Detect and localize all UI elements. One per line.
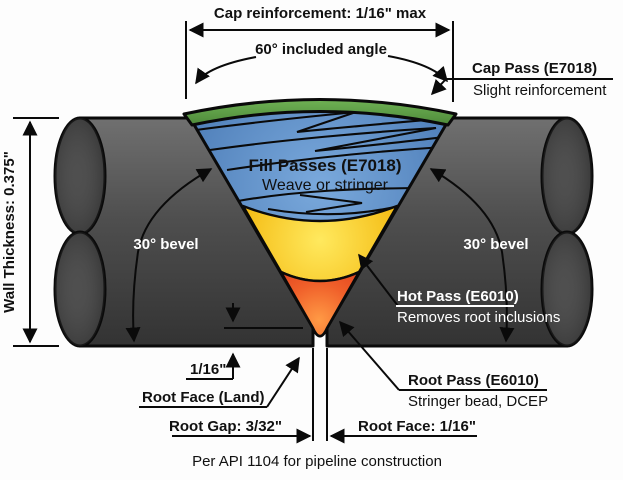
- weld-root-pass: [279, 270, 361, 338]
- root-gap-dimension: Root Gap: 3/32" Root Face: 1/16": [169, 348, 477, 444]
- root-pass-subtitle: Stringer bead, DCEP: [408, 393, 548, 410]
- root-gap-label: Root Gap: 3/32": [169, 418, 282, 435]
- hot-pass-subtitle: Removes root inclusions: [397, 309, 560, 326]
- weld-cap-pass: [182, 98, 458, 127]
- wall-thickness-label: Wall Thickness: 0.375": [1, 151, 18, 313]
- cap-reinforcement-label: Cap reinforcement: 1/16" max: [214, 5, 427, 22]
- root-face-height-dimension: 1/16": [186, 303, 303, 380]
- cap-pass-callout: Cap Pass (E7018) Slight reinforcement: [430, 60, 613, 99]
- cap-pass-title: Cap Pass (E7018): [472, 60, 597, 77]
- root-face-land-callout: Root Face (Land): [139, 356, 300, 408]
- bevel-left-label: 30° bevel: [133, 236, 198, 253]
- bevel-right-annotation: 30° bevel: [429, 168, 529, 343]
- root-pass-title: Root Pass (E6010): [408, 372, 539, 389]
- hot-pass-title: Hot Pass (E6010): [397, 288, 519, 305]
- root-face-height-label: 1/16": [190, 361, 226, 378]
- wall-thickness-dimension: Wall Thickness: 0.375": [1, 117, 59, 347]
- included-angle-annotation: 60° included angle: [195, 41, 448, 85]
- fill-passes-title: Fill Passes (E7018): [248, 156, 401, 175]
- hot-pass-callout: Hot Pass (E6010) Removes root inclusions: [358, 253, 560, 326]
- cap-reinforcement-dimension: Cap reinforcement: 1/16" max: [185, 5, 454, 102]
- root-face-land-label: Root Face (Land): [142, 389, 265, 406]
- root-pass-callout: Root Pass (E6010) Stringer bead, DCEP: [339, 320, 548, 410]
- included-angle-label: 60° included angle: [255, 41, 387, 58]
- root-face-dim-label: Root Face: 1/16": [358, 418, 476, 435]
- caption: Per API 1104 for pipeline construction: [192, 453, 442, 470]
- cap-pass-subtitle: Slight reinforcement: [473, 82, 607, 99]
- bevel-right-label: 30° bevel: [463, 236, 528, 253]
- bevel-left-annotation: 30° bevel: [125, 168, 213, 343]
- fill-passes-subtitle: Weave or stringer: [262, 177, 389, 194]
